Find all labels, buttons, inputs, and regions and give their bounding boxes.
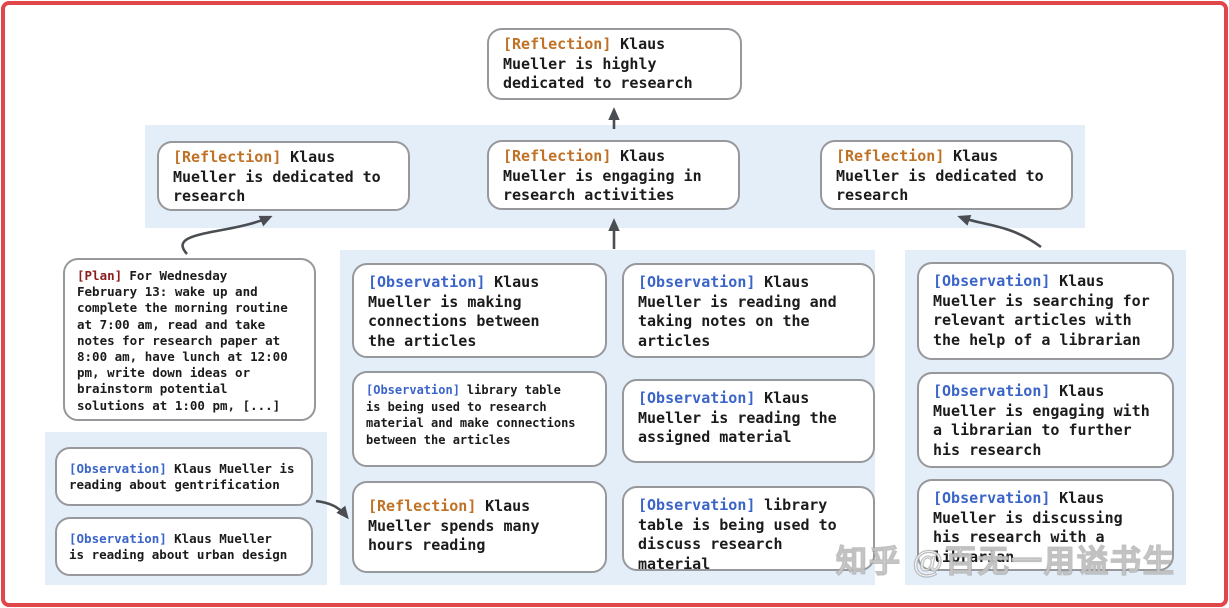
node-text: Klaus Mueller is dedicated to research (173, 148, 381, 205)
node-obs-discussing-librarian: [Observation]Klaus Mueller is discussing… (917, 479, 1174, 571)
node-root-reflection: [Reflection]Klaus Mueller is highly dedi… (487, 28, 742, 100)
reflection-tag: [Reflection] (368, 497, 477, 515)
node-obs-gentrification: [Observation]Klaus Mueller is reading ab… (55, 447, 313, 506)
node-text: library table is being used to discuss r… (638, 496, 837, 573)
observation-tag: [Observation] (638, 496, 756, 514)
node-text: Klaus Mueller is engaging with a librari… (933, 382, 1150, 459)
node-text: Klaus Mueller is making connections betw… (368, 273, 540, 350)
node-obs-library-table-research: [Observation]library table is being used… (352, 371, 607, 467)
plan-tag: [Plan] (77, 268, 123, 283)
node-obs-library-table-discuss: [Observation]library table is being used… (622, 486, 875, 573)
observation-tag: [Observation] (933, 382, 1051, 400)
zhihu-watermark: 知乎 @百无一用谥书生 (835, 543, 1176, 579)
node-plan-wednesday: [Plan]For Wednesday February 13: wake up… (63, 258, 316, 421)
node-text: library table is being used to research … (366, 383, 576, 447)
node-text: Klaus Mueller is searching for relevant … (933, 272, 1150, 349)
reflection-tag: [Reflection] (503, 147, 612, 165)
node-reflection-hours-reading: [Reflection]Klaus Mueller spends many ho… (352, 481, 607, 573)
node-text: Klaus Mueller is reading about gentrific… (69, 461, 295, 493)
reflection-tag: [Reflection] (503, 35, 612, 53)
observation-tag: [Observation] (69, 461, 167, 476)
reflection-tag: [Reflection] (836, 147, 945, 165)
node-reflection-dedicated-1: [Reflection]Klaus Mueller is dedicated t… (157, 141, 410, 211)
node-text: Klaus Mueller is engaging in research ac… (503, 147, 702, 204)
node-text: Klaus Mueller is reading about urban des… (69, 531, 288, 563)
node-text: For Wednesday February 13: wake up and c… (77, 268, 288, 413)
observation-tag: [Observation] (368, 273, 486, 291)
node-obs-engaging-librarian: [Observation]Klaus Mueller is engaging w… (917, 372, 1174, 468)
node-obs-urban-design: [Observation]Klaus Mueller is reading ab… (55, 517, 313, 576)
node-obs-searching-articles: [Observation]Klaus Mueller is searching … (917, 262, 1174, 360)
node-text: Klaus Mueller is reading the assigned ma… (638, 389, 837, 446)
node-text: Klaus Mueller is highly dedicated to res… (503, 35, 693, 92)
observation-tag: [Observation] (366, 383, 460, 397)
node-obs-assigned-material: [Observation]Klaus Mueller is reading th… (622, 379, 875, 463)
node-reflection-engaging: [Reflection]Klaus Mueller is engaging in… (487, 140, 740, 210)
observation-tag: [Observation] (933, 272, 1051, 290)
node-obs-taking-notes: [Observation]Klaus Mueller is reading an… (622, 263, 875, 358)
node-text: Klaus Mueller is reading and taking note… (638, 273, 837, 350)
node-reflection-dedicated-2: [Reflection]Klaus Mueller is dedicated t… (820, 140, 1073, 210)
reflection-tag: [Reflection] (173, 148, 282, 166)
node-text: Klaus Mueller is dedicated to research (836, 147, 1044, 204)
observation-tag: [Observation] (638, 389, 756, 407)
observation-tag: [Observation] (933, 489, 1051, 507)
node-text: Klaus Mueller spends many hours reading (368, 497, 540, 554)
observation-tag: [Observation] (69, 531, 167, 546)
node-obs-making-connections: [Observation]Klaus Mueller is making con… (352, 263, 607, 358)
node-text: Klaus Mueller is discussing his research… (933, 489, 1123, 566)
observation-tag: [Observation] (638, 273, 756, 291)
